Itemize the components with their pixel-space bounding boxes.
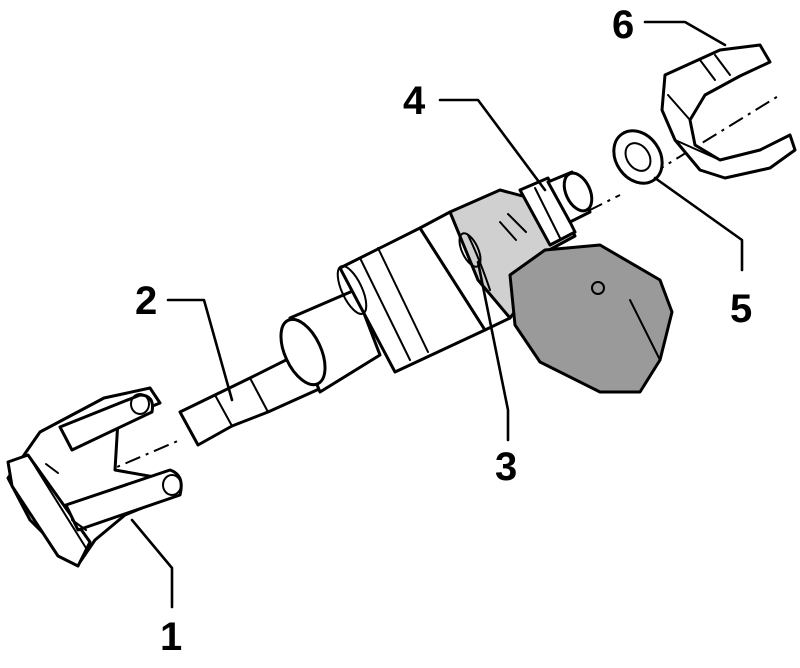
support-ring-part (612, 129, 664, 185)
leader-line-6 (643, 20, 727, 47)
callout-number-1: 1 (160, 615, 182, 659)
leader-line-3 (476, 260, 510, 442)
callout-number-6: 6 (612, 3, 634, 47)
callout-number-5: 5 (730, 287, 752, 331)
sensor-body (279, 210, 512, 394)
callout-number-4: 4 (403, 79, 426, 123)
retaining-clip-part (660, 43, 797, 180)
leader-line-5 (653, 176, 744, 272)
callout-number-2: 2 (135, 279, 157, 323)
leader-line-1 (130, 518, 174, 609)
leader-line-4 (438, 98, 547, 192)
o-ring-seal-part (518, 170, 594, 247)
callout-number-3: 3 (495, 445, 517, 489)
clip-holder-part (6, 386, 183, 568)
leader-line-2 (166, 298, 234, 402)
